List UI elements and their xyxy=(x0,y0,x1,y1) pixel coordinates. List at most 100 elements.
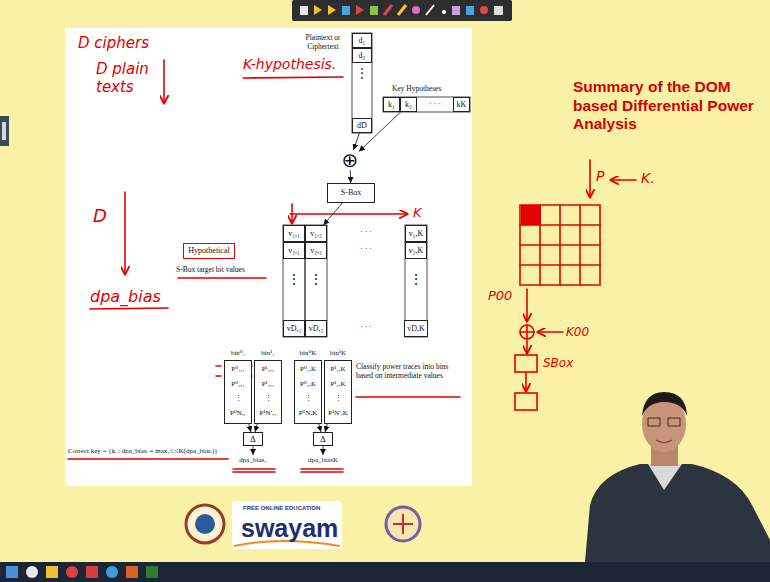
red-annotation xyxy=(243,77,343,78)
value-box: v₁,₁ xyxy=(283,225,305,242)
node-text: P¹₁,K xyxy=(330,366,345,374)
handwritten-note: SBox xyxy=(543,356,573,370)
node-text: P¹₂,₁ xyxy=(262,381,275,389)
figure-label: · · · xyxy=(327,322,405,332)
difference-box: Δ xyxy=(313,432,333,446)
logo-text: swayam xyxy=(241,513,338,543)
connector-arrow xyxy=(350,170,351,183)
red-annotation xyxy=(68,458,228,460)
handwritten-note: P xyxy=(596,168,604,185)
side-tab xyxy=(0,116,9,146)
value-box: kK xyxy=(453,97,470,112)
taskbar xyxy=(66,566,78,578)
red-annotation xyxy=(124,192,126,275)
presenter xyxy=(585,392,770,562)
presenter xyxy=(656,440,672,443)
node-text: k₂ xyxy=(405,100,412,110)
red-annotation xyxy=(290,213,408,215)
figure-label: ⋮ xyxy=(405,272,427,289)
hand-sketch xyxy=(515,355,537,372)
node-text: P¹N′,₁ xyxy=(260,410,277,418)
figure-panel xyxy=(65,28,472,486)
bin-column: bin¹KP¹₁,KP¹₂,K⋮P¹N′,K xyxy=(324,348,352,424)
node-text: S-Box xyxy=(341,188,361,198)
figure-outline xyxy=(305,225,327,337)
pen-toolbar xyxy=(480,6,488,14)
connector-arrow xyxy=(323,203,342,225)
node-text: vD,K xyxy=(407,324,425,334)
handwritten-note: dpa_bias xyxy=(90,287,161,306)
node-text: bin⁰₁ xyxy=(231,348,245,360)
hand-sketch xyxy=(520,325,534,339)
connector-arrow xyxy=(325,424,327,432)
bin-box: P⁰₁,KP⁰₂,K⋮P⁰N,K xyxy=(294,360,322,424)
figure-label: Key Hypotheses xyxy=(392,84,441,93)
pen-toolbar xyxy=(292,0,512,21)
node-text: dD xyxy=(357,121,367,131)
presenter xyxy=(668,418,680,426)
figure-label: ⋮ xyxy=(352,66,372,80)
course-logo xyxy=(195,514,215,534)
figure-outline xyxy=(405,225,427,337)
figure-label: Classify power traces into bins based on… xyxy=(356,362,460,380)
value-box: k₂ xyxy=(400,97,417,112)
figure-label: ⋮ xyxy=(283,272,305,289)
connector-arrow xyxy=(319,424,321,432)
red-annotation xyxy=(163,60,165,104)
highlight-box: Hypothetical xyxy=(183,243,235,259)
value-box: vD,K xyxy=(404,320,428,337)
handwritten-note: K xyxy=(413,205,422,221)
value-box: v₂,₁ xyxy=(283,242,305,259)
course-logo xyxy=(393,514,413,534)
pen-toolbar xyxy=(300,6,308,15)
pen-toolbar xyxy=(466,6,474,15)
red-annotation xyxy=(68,60,460,472)
course-logo xyxy=(386,507,420,541)
taskbar xyxy=(0,562,770,582)
node-text: ⋮ xyxy=(235,395,242,403)
pen-toolbar xyxy=(426,5,434,15)
pen-toolbar xyxy=(370,6,378,15)
bin-column: bin¹₁P¹₁,₁P¹₂,₁⋮P¹N′,₁ xyxy=(254,348,282,424)
value-box: d₂ xyxy=(352,48,372,63)
pen-toolbar xyxy=(452,6,460,15)
node-text: k₁ xyxy=(388,100,395,110)
value-box: S-Box xyxy=(327,183,375,203)
red-annotation xyxy=(301,469,343,472)
course-logo xyxy=(186,501,420,549)
node-text: bin¹K xyxy=(330,348,346,360)
taskbar xyxy=(26,566,38,578)
pen-toolbar xyxy=(398,5,406,15)
node-text: v₂,₁ xyxy=(288,246,300,256)
node-text: Δ xyxy=(320,434,326,445)
node-text: vD,₁ xyxy=(287,324,302,334)
node-text: P¹₁,₁ xyxy=(262,366,275,374)
figure-label: Correct key = {kᵢ : dpa_biasᵢ = max₁≤ᵢ≤K… xyxy=(68,447,218,455)
connector-arrow xyxy=(249,424,251,432)
logo-text: FREE ONLINE EDUCATION xyxy=(243,505,320,512)
red-annotation xyxy=(356,396,460,398)
value-box: v₁,₂ xyxy=(305,225,327,242)
figure-outline xyxy=(383,97,470,112)
value-box: dD xyxy=(352,118,372,133)
handwritten-note: D plain texts xyxy=(96,60,160,96)
taskbar xyxy=(126,566,138,578)
bin-column: bin⁰KP⁰₁,KP⁰₂,K⋮P⁰N,K xyxy=(294,348,322,424)
xor-symbol: ⊕ xyxy=(341,150,359,170)
pen-toolbar xyxy=(328,5,336,15)
hand-sketch xyxy=(610,179,636,181)
output-arrow xyxy=(253,446,254,455)
pen-toolbar xyxy=(442,10,446,14)
handwritten-note: K00 xyxy=(566,325,589,339)
node-text: P⁰N,K xyxy=(299,410,318,418)
figure-label: dpa_bias₁ xyxy=(231,456,275,464)
handwritten-note: P00 xyxy=(488,288,512,304)
red-annotation xyxy=(233,469,275,472)
figure-label: · · · xyxy=(417,99,453,109)
hand-sketch xyxy=(520,205,600,285)
presenter xyxy=(642,392,687,416)
value-box: d₁ xyxy=(352,33,372,48)
output-arrow xyxy=(323,446,324,455)
